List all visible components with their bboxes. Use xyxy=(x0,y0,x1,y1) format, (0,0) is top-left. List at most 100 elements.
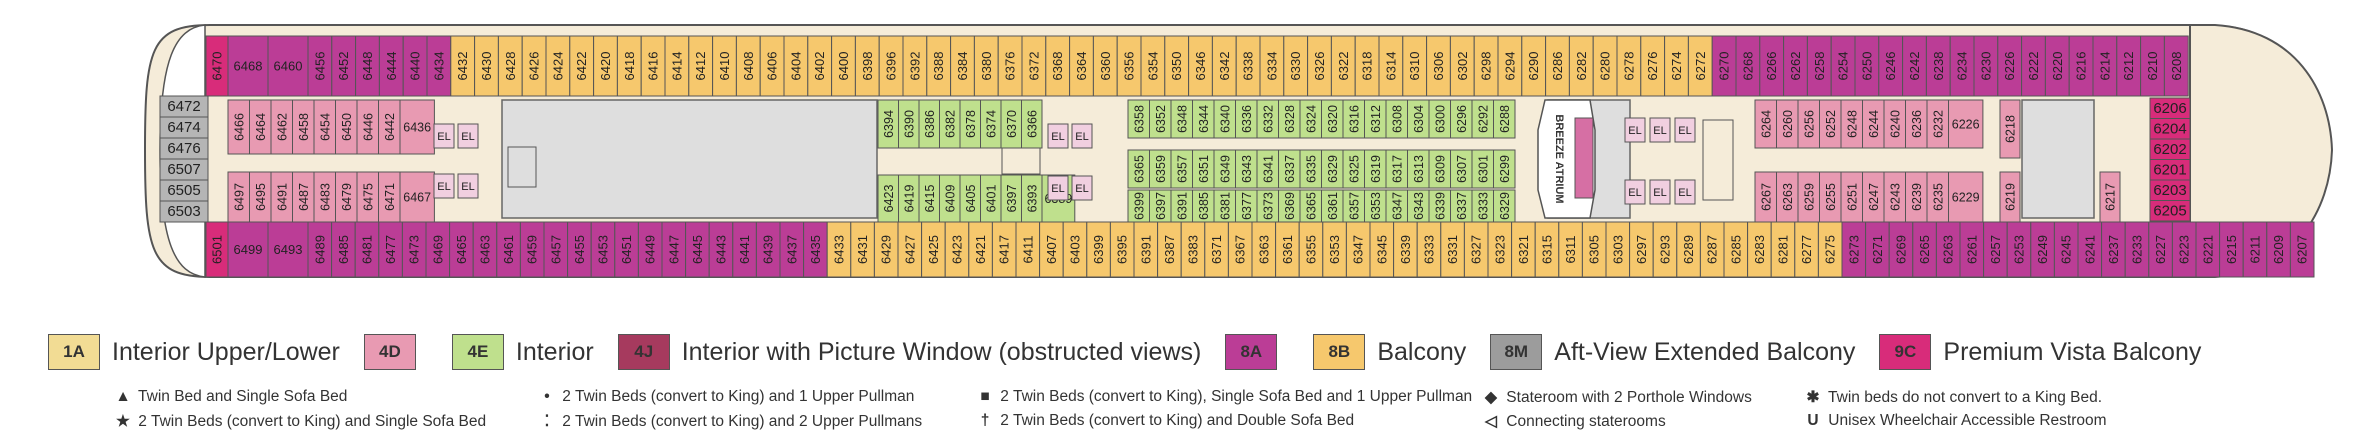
cabin-number: 6366 xyxy=(1025,110,1039,138)
cabin-number: 6357 xyxy=(1175,155,1189,183)
cabin-number: 6464 xyxy=(254,113,268,141)
cabin-6208[interactable] xyxy=(2163,35,2189,97)
cabin-number: 6265 xyxy=(1917,235,1932,264)
cabin-number: 6223 xyxy=(2177,235,2192,264)
cabin-number: 6396 xyxy=(884,52,899,81)
cabin-6299[interactable] xyxy=(1493,149,1516,189)
cabin-6217[interactable] xyxy=(2099,171,2121,223)
elevator-label: EL xyxy=(1628,125,1641,137)
cabin-number: 6310 xyxy=(1407,52,1422,81)
symbol-text: Twin Bed and Single Sofa Bed xyxy=(134,388,348,405)
cabin-number: 6402 xyxy=(812,52,827,81)
cabin-6205[interactable] xyxy=(2149,200,2191,222)
cabin-number: 6497 xyxy=(232,183,246,211)
cabin-number: 6244 xyxy=(1867,110,1881,138)
cabin-number: 6221 xyxy=(2200,235,2215,264)
cabin-number: 6235 xyxy=(1931,183,1945,211)
elevator xyxy=(1047,175,1069,201)
cabin-number: 6232 xyxy=(1931,110,1945,138)
cabin-6219[interactable] xyxy=(1999,171,2021,223)
cabin-6467[interactable] xyxy=(399,171,435,223)
cabin-number: 6353 xyxy=(1327,235,1342,264)
cabin-number: 6292 xyxy=(1476,105,1490,133)
cabin-number: 6422 xyxy=(574,52,589,81)
cabin-number: 6226 xyxy=(2002,52,2017,81)
cabin-6493[interactable] xyxy=(267,221,309,278)
cabin-number: 6316 xyxy=(1347,105,1361,133)
cabin-number: 6505 xyxy=(167,182,200,199)
atrium-label: BREEZE ATRIUM xyxy=(1553,114,1565,203)
cabin-number: 6321 xyxy=(1516,235,1531,264)
cabin-number: 6204 xyxy=(2153,120,2186,137)
public-area-fwd xyxy=(2021,99,2095,219)
cabin-number: 6404 xyxy=(788,52,803,81)
cabin-number: 6320 xyxy=(1326,105,1340,133)
elevator-label: EL xyxy=(1678,125,1691,137)
cabin-number: 6215 xyxy=(2224,235,2239,264)
cabin-number: 6495 xyxy=(254,183,268,211)
cabin-number: 6319 xyxy=(1369,155,1383,183)
cabin-number: 6217 xyxy=(2104,183,2118,211)
cabin-number: 6483 xyxy=(318,183,332,211)
symbol-text: Unisex Wheelchair Accessible Restroom xyxy=(1824,412,2107,429)
cabin-number: 6312 xyxy=(1369,105,1383,133)
cabin-6468[interactable] xyxy=(227,35,269,97)
cabin-number: 6456 xyxy=(312,52,327,81)
cabin-number: 6458 xyxy=(297,113,311,141)
symbol-glyph: • xyxy=(544,388,550,405)
cabin-number: 6209 xyxy=(2271,235,2286,264)
cabin-6436[interactable] xyxy=(399,99,435,155)
cabin-number: 6350 xyxy=(1169,52,1184,81)
elevator xyxy=(457,123,479,149)
cabin-number: 6443 xyxy=(714,235,729,264)
cabin-number: 6467 xyxy=(403,191,431,205)
cabin-number: 6206 xyxy=(2153,100,2186,117)
cabin-number: 6376 xyxy=(1003,52,1018,81)
cabin-number: 6289 xyxy=(1681,235,1696,264)
cabin-number: 6212 xyxy=(2121,52,2136,81)
cabin-6499[interactable] xyxy=(227,221,269,278)
cabin-6460[interactable] xyxy=(267,35,309,97)
cabin-6288[interactable] xyxy=(1493,99,1516,139)
cabin-6207[interactable] xyxy=(2289,221,2315,278)
elevator xyxy=(1674,179,1696,205)
symbol-item: ▲ Twin Bed and Single Sofa Bed xyxy=(112,388,347,406)
cabin-number: 6207 xyxy=(2295,235,2310,264)
cabin-number: 6222 xyxy=(2026,52,2041,81)
elevator xyxy=(1674,117,1696,143)
cabin-number: 6293 xyxy=(1658,235,1673,264)
cabin-number: 6262 xyxy=(1788,52,1803,81)
cabin-number: 6364 xyxy=(1074,52,1089,81)
legend-label: Aft-View Extended Balcony xyxy=(1554,337,1856,366)
public-area-aft xyxy=(501,99,878,219)
legend-item-4D: 4D xyxy=(363,334,428,370)
cabin-6218[interactable] xyxy=(1999,99,2021,159)
stairs-mid xyxy=(1001,147,1041,175)
legend-swatch: 8M xyxy=(1490,334,1543,370)
legend-swatch: 4D xyxy=(363,334,416,370)
cabin-number: 6491 xyxy=(275,183,289,211)
cabin-6229[interactable] xyxy=(1948,171,1984,223)
cabin-number: 6266 xyxy=(1764,52,1779,81)
symbol-glyph: ⁚ xyxy=(544,413,550,430)
cabin-6226[interactable] xyxy=(1948,99,1984,149)
cabin-number: 6425 xyxy=(926,235,941,264)
cabin-number: 6242 xyxy=(1907,52,1922,81)
cabin-number: 6433 xyxy=(832,235,847,264)
cabin-number: 6253 xyxy=(2012,235,2027,264)
elevator-label: EL xyxy=(461,181,474,193)
cabin-number: 6219 xyxy=(2004,183,2018,211)
cabin-number: 6436 xyxy=(403,121,431,135)
cabin-number: 6383 xyxy=(1186,235,1201,264)
symbol-item: ★ 2 Twin Beds (convert to King) and Sing… xyxy=(112,412,486,431)
cabin-6329[interactable] xyxy=(1493,189,1516,223)
cabin-number: 6468 xyxy=(234,59,263,74)
cabin-6503[interactable] xyxy=(159,200,209,223)
cabin-number: 6475 xyxy=(361,183,375,211)
elevator xyxy=(457,173,479,199)
